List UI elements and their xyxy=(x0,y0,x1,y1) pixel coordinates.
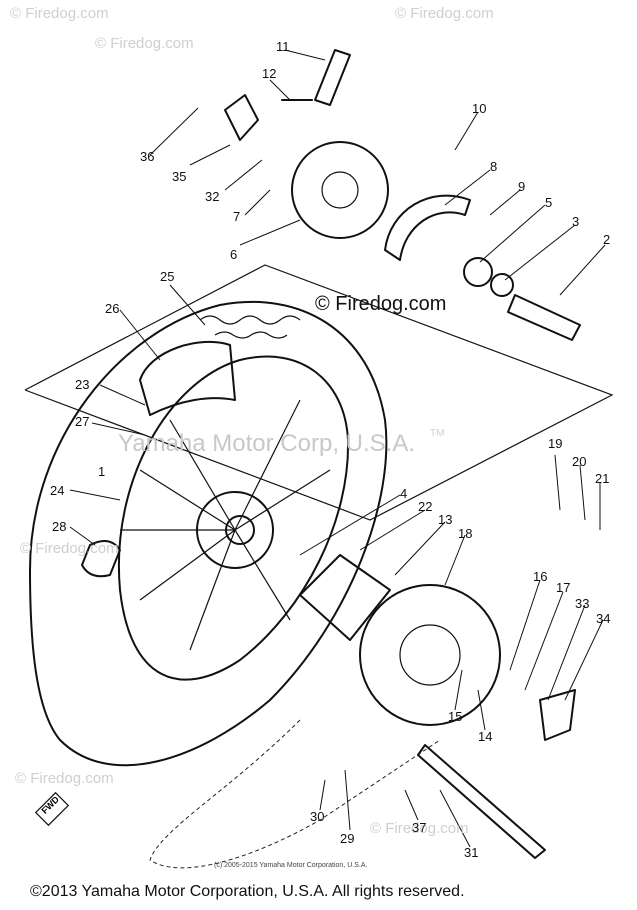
tire xyxy=(29,300,388,767)
watermark-site: © Firedog.com xyxy=(315,293,447,315)
callout-24: 24 xyxy=(50,483,65,498)
brake-plate xyxy=(291,141,389,239)
callout-5: 5 xyxy=(545,195,553,210)
watermark-tm: TM xyxy=(430,428,445,439)
tire-tread xyxy=(199,315,301,339)
watermark-top-left: © Firedog.com xyxy=(10,5,109,22)
callout-1: 1 xyxy=(98,464,106,479)
callout-37: 37 xyxy=(412,820,427,835)
callout-27: 27 xyxy=(75,414,90,429)
damper-hub xyxy=(299,554,391,641)
callout-31: 31 xyxy=(464,845,479,860)
callout-32: 32 xyxy=(205,189,220,204)
watermark-top-right: © Firedog.com xyxy=(395,5,494,22)
callout-28: 28 xyxy=(52,519,67,534)
brake-plate-inner xyxy=(321,171,359,209)
watermark-manufacturer: Yamaha Motor Corp, U.S.A. xyxy=(118,430,415,457)
callout-13: 13 xyxy=(438,512,453,527)
watermark-top-mid: © Firedog.com xyxy=(95,35,194,52)
callout-8: 8 xyxy=(490,159,498,174)
callout-11: 11 xyxy=(276,39,290,54)
callout-2: 2 xyxy=(603,232,611,247)
callout-25: 25 xyxy=(160,269,175,284)
callout-4: 4 xyxy=(400,486,408,501)
watermark-bottom-left: © Firedog.com xyxy=(15,770,114,787)
tire-inner xyxy=(117,355,350,681)
leader-lines xyxy=(69,49,606,848)
callout-36: 36 xyxy=(140,149,155,164)
callout-21: 21 xyxy=(595,471,610,486)
callout-16: 16 xyxy=(533,569,548,584)
watermark-mid-left: © Firedog.com xyxy=(20,540,119,557)
callout-15: 15 xyxy=(448,709,463,724)
seal-3 xyxy=(490,273,514,297)
wheel-spokes xyxy=(120,399,331,651)
callout-20: 20 xyxy=(572,454,587,469)
drive-chain xyxy=(149,719,441,869)
callout-30: 30 xyxy=(310,809,325,824)
sprocket xyxy=(359,584,501,726)
flap-28 xyxy=(81,540,121,578)
sprocket-inner xyxy=(399,624,461,686)
callout-9: 9 xyxy=(518,179,526,194)
callout-19: 19 xyxy=(548,436,563,451)
small-copyright: (c) 2005-2015 Yamaha Motor Corporation, … xyxy=(214,862,368,869)
callout-22: 22 xyxy=(418,499,433,514)
tension-bar xyxy=(314,49,351,106)
callout-29: 29 xyxy=(340,831,355,846)
wheel-hub xyxy=(196,491,274,569)
bearing-5 xyxy=(463,257,493,287)
group-box xyxy=(24,264,614,521)
brake-shoe xyxy=(384,194,471,261)
callout-35: 35 xyxy=(172,169,187,184)
plate-35 xyxy=(224,94,259,141)
callout-17: 17 xyxy=(556,580,571,595)
axle-31 xyxy=(417,744,546,859)
callout-33: 33 xyxy=(575,596,590,611)
callout-12: 12 xyxy=(262,66,277,81)
callout-23: 23 xyxy=(75,377,90,392)
callout-18: 18 xyxy=(458,526,473,541)
watermark-bottom-mid: © Firedog.com xyxy=(370,820,469,837)
mud-guard-26 xyxy=(139,340,236,416)
callout-6: 6 xyxy=(230,247,238,262)
callout-34: 34 xyxy=(596,611,611,626)
fwd-box xyxy=(34,791,70,827)
callout-3: 3 xyxy=(572,214,580,229)
hub-center xyxy=(225,515,255,545)
chain-puller xyxy=(539,689,576,741)
callout-10: 10 xyxy=(472,101,487,116)
callout-14: 14 xyxy=(478,729,493,744)
callout-7: 7 xyxy=(233,209,241,224)
callout-26: 26 xyxy=(105,301,120,316)
copyright-notice: ©2013 Yamaha Motor Corporation, U.S.A. A… xyxy=(30,883,465,900)
collar-2 xyxy=(507,294,581,341)
